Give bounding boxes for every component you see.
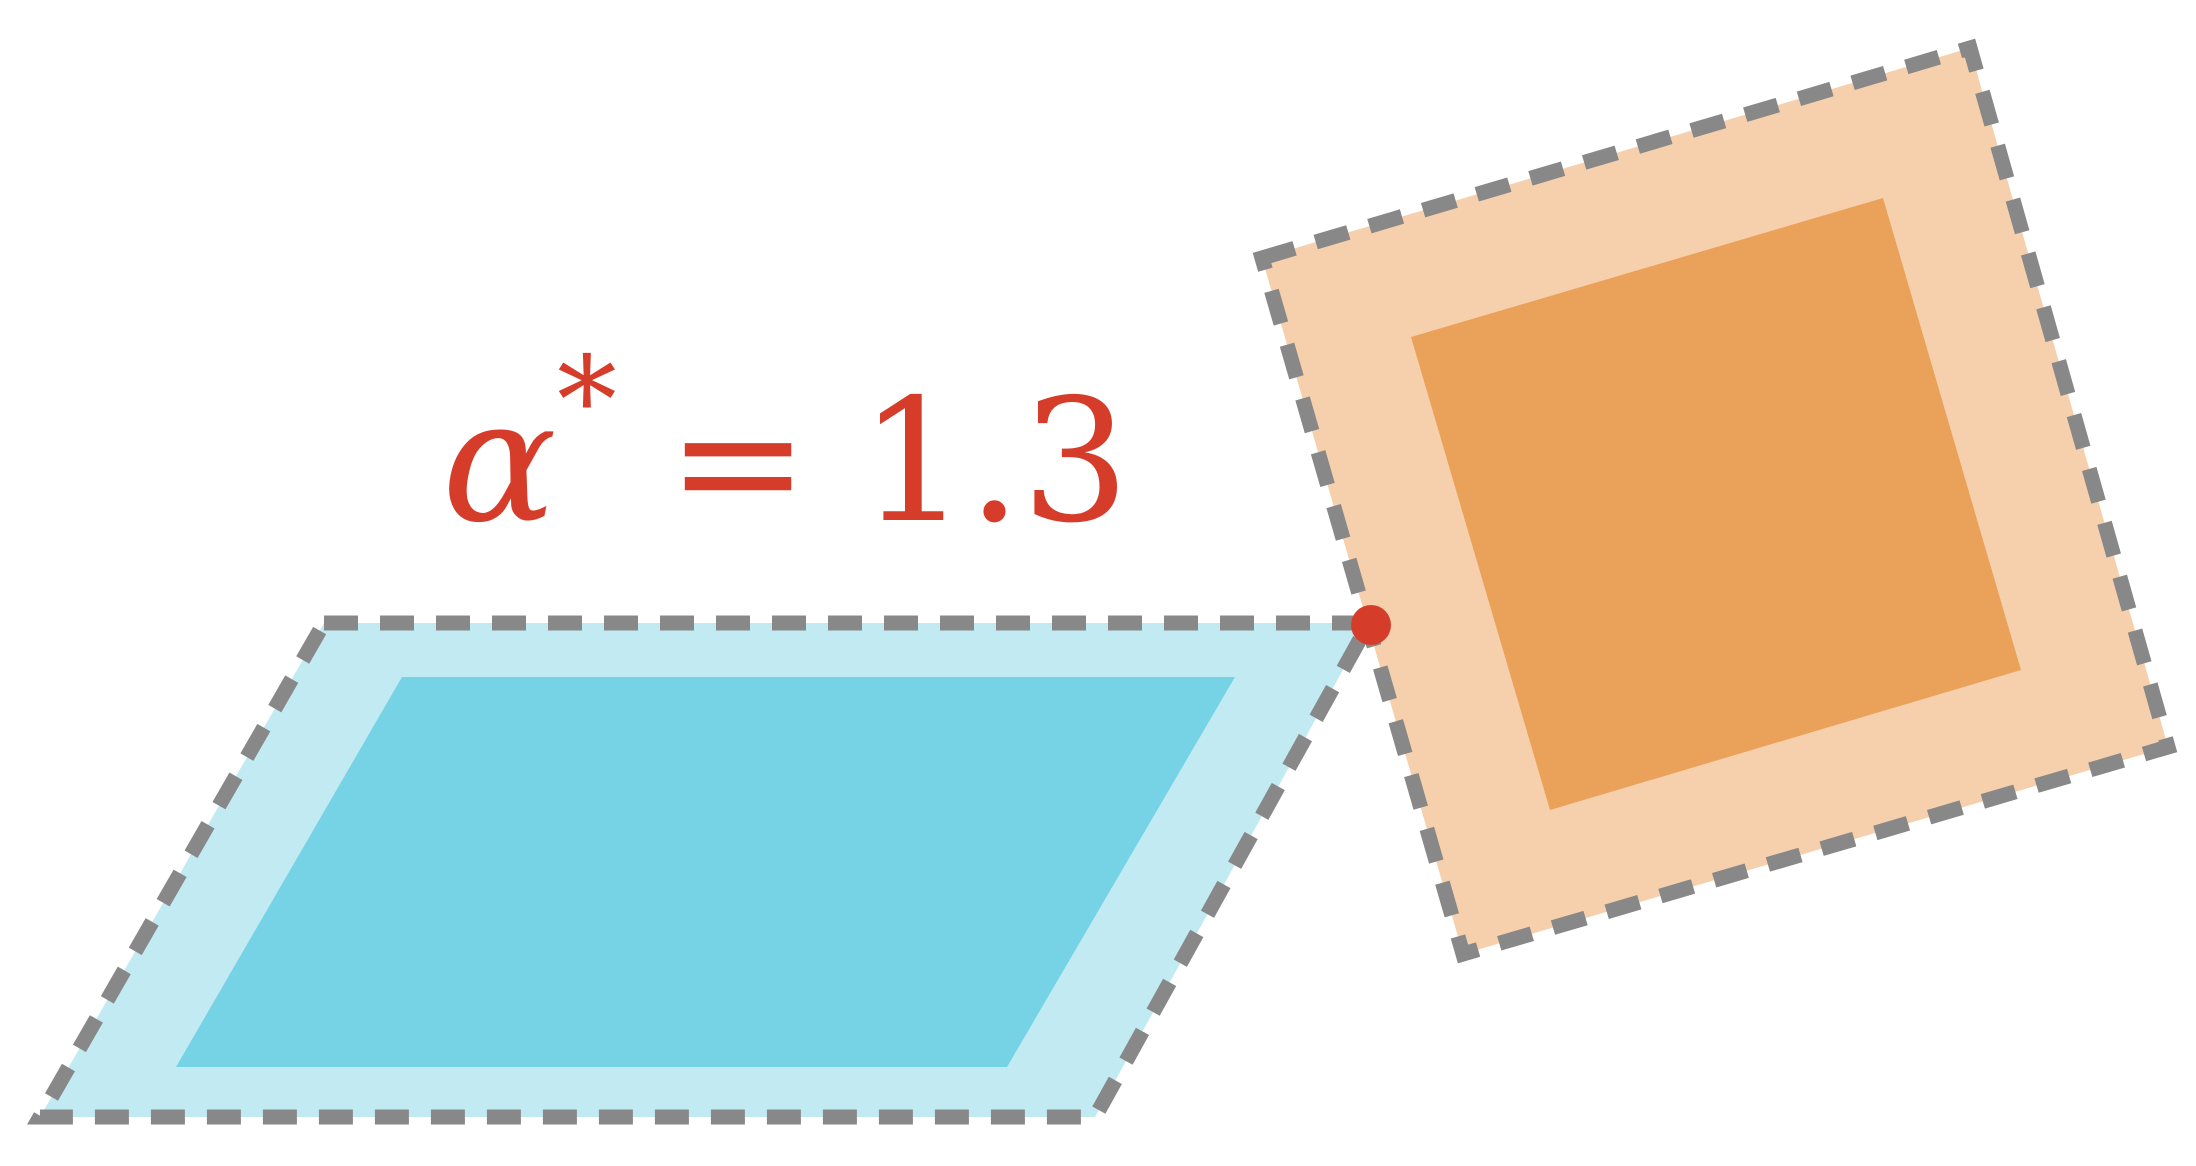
right-rotated-square-shape [1252, 38, 2178, 964]
equation-value: 1.3 [859, 363, 1129, 561]
equation-label: α* = 1.3 [442, 332, 1130, 561]
contact-point-marker [1351, 605, 1391, 645]
left-parallelogram-dashed-outline [27, 615, 1382, 1125]
equation-superscript: * [557, 332, 617, 471]
right-square-dashed-outline [1252, 38, 2178, 964]
right-square-inner [1411, 198, 2021, 810]
left-parallelogram-inner [176, 677, 1235, 1067]
equation-operator: = [667, 363, 809, 561]
left-parallelogram-shape [27, 615, 1382, 1125]
equation-symbol: α [442, 363, 557, 561]
